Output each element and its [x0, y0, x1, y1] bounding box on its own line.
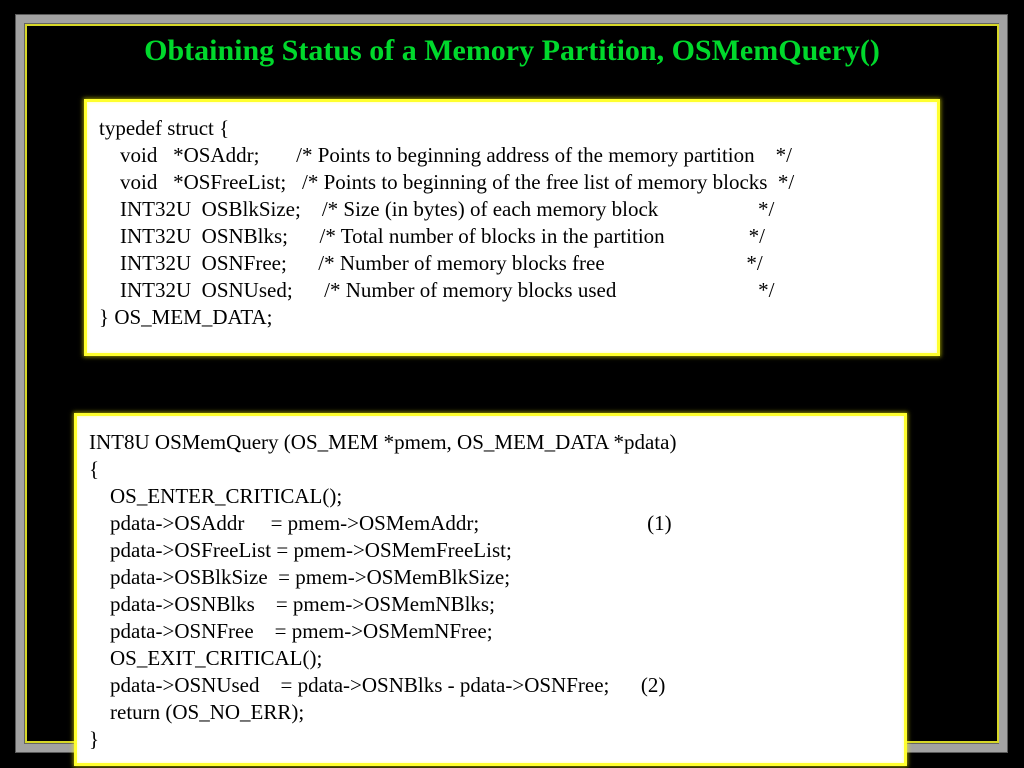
osmemquery-function-code-box: INT8U OSMemQuery (OS_MEM *pmem, OS_MEM_D…: [74, 413, 907, 766]
os-mem-data-struct-code-box: typedef struct { void *OSAddr; /* Points…: [84, 99, 940, 356]
code-line: {: [89, 457, 100, 481]
code-line: INT32U OSNFree; /* Number of memory bloc…: [99, 251, 763, 275]
code-line: OS_ENTER_CRITICAL();: [89, 484, 343, 508]
code-line: typedef struct {: [99, 116, 230, 140]
code-line: pdata->OSFreeList = pmem->OSMemFreeList;: [89, 538, 512, 562]
code-line: pdata->OSNBlks = pmem->OSMemNBlks;: [89, 592, 495, 616]
code-line: pdata->OSAddr = pmem->OSMemAddr; (1): [89, 511, 672, 535]
code-line: pdata->OSNFree = pmem->OSMemNFree;: [89, 619, 493, 643]
code-line: OS_EXIT_CRITICAL();: [89, 646, 323, 670]
code-line: INT32U OSNUsed; /* Number of memory bloc…: [99, 278, 775, 302]
code-line: INT32U OSNBlks; /* Total number of block…: [99, 224, 766, 248]
code-line: pdata->OSNUsed = pdata->OSNBlks - pdata-…: [89, 673, 666, 697]
code-line: pdata->OSBlkSize = pmem->OSMemBlkSize;: [89, 565, 511, 589]
slide-title: Obtaining Status of a Memory Partition, …: [144, 34, 880, 67]
code-line: INT32U OSBlkSize; /* Size (in bytes) of …: [99, 197, 775, 221]
code-line: INT8U OSMemQuery (OS_MEM *pmem, OS_MEM_D…: [89, 430, 677, 454]
code-line: }: [89, 727, 100, 751]
code-line: void *OSAddr; /* Points to beginning add…: [99, 143, 792, 167]
code-line: return (OS_NO_ERR);: [89, 700, 305, 724]
code-line: void *OSFreeList; /* Points to beginning…: [99, 170, 795, 194]
code-line: } OS_MEM_DATA;: [99, 305, 273, 329]
